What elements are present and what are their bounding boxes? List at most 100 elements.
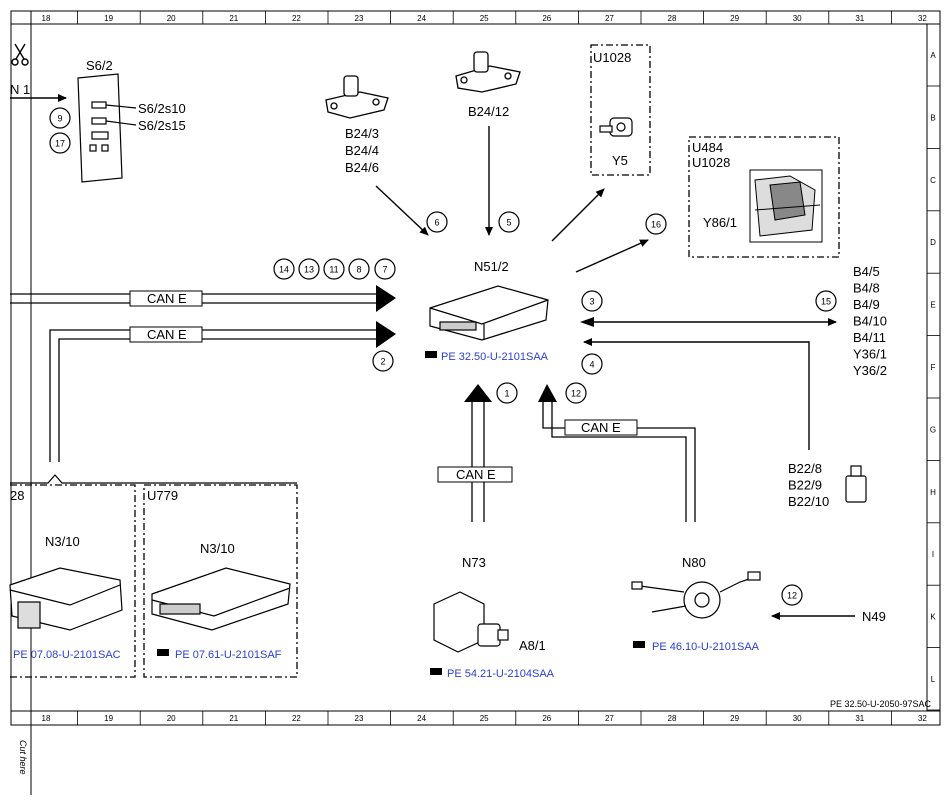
grid-col-bottom-31: 31 [855, 714, 864, 723]
circle-number: 12 [571, 389, 581, 399]
circle-number: 17 [55, 139, 65, 149]
arrow-b243-to-n512 [375, 185, 429, 236]
b4-item: B4/9 [853, 297, 880, 312]
can-bus-second [49, 321, 396, 462]
grid-col-bottom-30: 30 [793, 714, 802, 723]
grid-col-bottom-24: 24 [417, 714, 426, 723]
circle-number: 6 [434, 218, 439, 228]
grid-col-top-29: 29 [730, 14, 739, 23]
circle-number: 16 [651, 220, 661, 230]
grid-row-I: I [932, 550, 934, 559]
u484-label: U484 [692, 140, 723, 155]
circle-number: 12 [787, 591, 797, 601]
can2-label-box [129, 326, 203, 343]
grid-col-bottom-26: 26 [542, 714, 551, 723]
b2412-label: B24/12 [468, 104, 509, 119]
bottom-left-box-2 [143, 484, 298, 678]
b4-item: B4/10 [853, 314, 887, 329]
grid-col-bottom-21: 21 [229, 714, 238, 723]
grid-column-labels: 1818191920202121222223232424252526262727… [42, 11, 927, 725]
n73-ignition-switch-image [433, 591, 509, 653]
circle-number: 15 [821, 297, 831, 307]
can3-label: CAN E [456, 467, 496, 482]
circle-c7: 7 [374, 258, 396, 280]
circle-number: 14 [279, 265, 289, 275]
circle-c3: 3 [581, 290, 603, 312]
grid-row-H: H [930, 488, 936, 497]
can4-label-box [564, 419, 638, 436]
grid-row-G: G [930, 425, 936, 434]
n80-ref-icon [633, 641, 645, 648]
frame-border [10, 10, 941, 726]
circle-number: 3 [589, 297, 594, 307]
grid-col-top-32: 32 [918, 14, 927, 23]
grid-col-bottom-23: 23 [355, 714, 364, 723]
circle-number: 8 [356, 265, 361, 275]
grid-col-top-28: 28 [668, 14, 677, 23]
n80-module-image [631, 571, 761, 619]
b22-item: B22/8 [788, 461, 822, 476]
grid-col-bottom-25: 25 [480, 714, 489, 723]
b243-label: B24/3 [345, 126, 379, 141]
grid-col-top-21: 21 [229, 14, 238, 23]
circle-c4: 4 [581, 353, 603, 375]
scissors-icon [11, 43, 29, 66]
circle-c6: 6 [426, 211, 448, 233]
grid-col-bottom-29: 29 [730, 714, 739, 723]
b244-label: B24/4 [345, 143, 379, 158]
n512-control-unit-image [429, 285, 549, 341]
can-bus-n73 [464, 384, 492, 522]
grid-row-D: D [930, 238, 936, 247]
n310a-module-image [9, 567, 123, 631]
circle-number: 2 [380, 357, 385, 367]
arrow-n512-to-y5 [551, 188, 605, 242]
n28-label: 28 [10, 488, 24, 503]
u779-label: U779 [147, 488, 178, 503]
circle-c2: 2 [372, 350, 394, 372]
circle-number: 9 [57, 114, 62, 124]
b4-item: Y36/1 [853, 347, 887, 362]
y861-photo [749, 169, 823, 243]
can-bus-n80 [538, 384, 696, 522]
n73-ref-icon [430, 668, 442, 675]
circle-number: 5 [506, 218, 511, 228]
b22-item: B22/9 [788, 478, 822, 493]
grid-col-bottom-28: 28 [668, 714, 677, 723]
grid-col-top-18: 18 [42, 14, 51, 23]
n310a-label: N3/10 [45, 534, 80, 549]
grid-col-bottom-18: 18 [42, 714, 51, 723]
circle-number: 11 [329, 265, 338, 275]
grid-col-bottom-27: 27 [605, 714, 614, 723]
reference-circles: 9 17 6 5 16 14 13 11 8 7 3 15 2 4 1 12 12 [49, 107, 837, 606]
n310b-ref-icon [157, 649, 169, 656]
u484-box [688, 136, 840, 258]
bus-junction-line [10, 474, 297, 484]
u1028-y5-box [590, 44, 651, 176]
circle-c14: 14 [273, 258, 295, 280]
circle-number: 4 [589, 360, 594, 370]
b4-item: B4/5 [853, 264, 880, 279]
grid-row-C: C [930, 176, 936, 185]
n512-label: N51/2 [474, 259, 509, 274]
y5-label: Y5 [612, 153, 628, 168]
can3-label-box [437, 466, 513, 483]
grid-row-L: L [931, 675, 936, 684]
n310b-ref: PE 07.61-U-2101SAF [175, 649, 282, 661]
can1-label: CAN E [147, 291, 187, 306]
circle-c11: 11 [323, 258, 345, 280]
can-bus-top [10, 285, 396, 312]
circle-number: 1 [504, 389, 509, 399]
circle-c13: 13 [298, 258, 320, 280]
circle-c9: 9 [49, 107, 71, 129]
n80-label: N80 [682, 555, 706, 570]
b4-item: B4/8 [853, 281, 880, 296]
n512-ref-icon [425, 351, 437, 358]
circle-c1: 1 [496, 382, 518, 404]
b246-label: B24/6 [345, 160, 379, 175]
grid-col-top-23: 23 [355, 14, 364, 23]
circle-c12b: 12 [781, 584, 803, 606]
grid-col-top-30: 30 [793, 14, 802, 23]
n512-ref: PE 32.50-U-2101SAA [441, 351, 549, 363]
